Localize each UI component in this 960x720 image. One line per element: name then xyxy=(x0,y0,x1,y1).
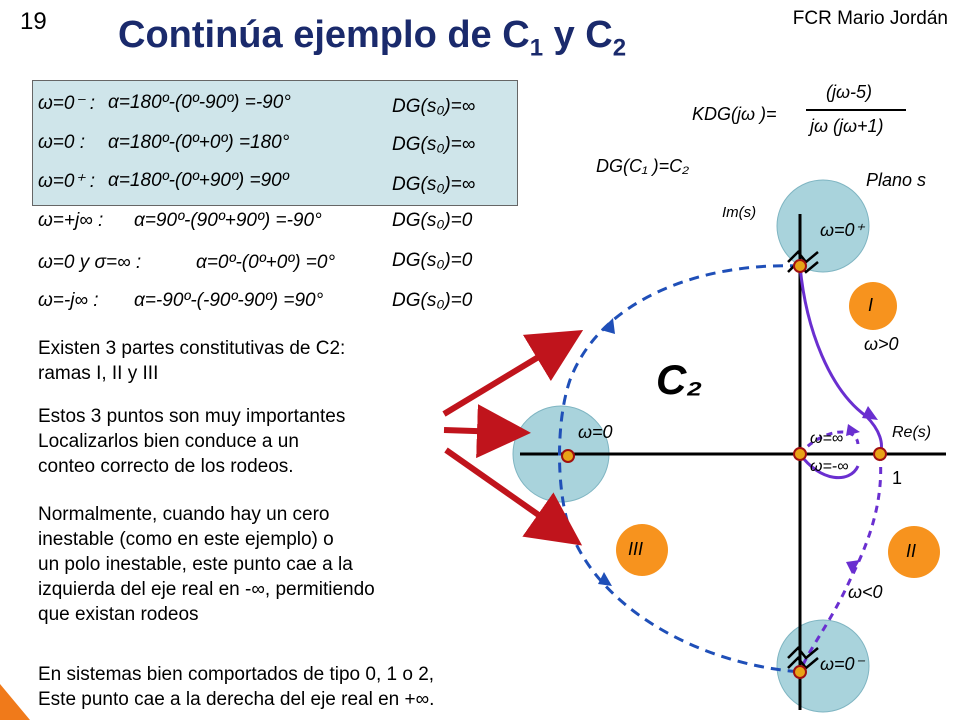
author-label: FCR Mario Jordán xyxy=(792,8,948,29)
table-row-omega: ω=-j∞ : xyxy=(38,290,99,311)
table-row-dg: DG(s₀)=∞ xyxy=(392,96,476,117)
branch-I-curve xyxy=(798,265,883,455)
branch-II-label: II xyxy=(906,541,917,561)
table-row-alpha: α=180º-(0º+0º) =180° xyxy=(108,132,290,153)
top-point-label: ω=0⁺ xyxy=(820,220,865,240)
table-row-alpha: α=180º-(0º-90º) =-90° xyxy=(108,92,291,113)
red-arrow-lower xyxy=(444,447,583,546)
point-w0 xyxy=(561,449,575,463)
re-axis-label: Re(s) xyxy=(892,424,932,441)
table-row-dg: DG(s₀)=∞ xyxy=(392,174,476,195)
table-row-alpha: α=180º-(0º+90º) =90º xyxy=(108,170,289,191)
page-title: Continúa ejemplo de C1 y C2 xyxy=(118,14,627,62)
break-mark-bottom xyxy=(787,656,819,670)
table-row-omega: ω=+j∞ : xyxy=(38,210,104,231)
point-one xyxy=(873,447,887,461)
point-w0plus xyxy=(793,259,807,273)
mapping-label: DG(C₁ )=C₂ xyxy=(596,156,690,176)
slide-number: 19 xyxy=(20,8,47,35)
badge-II xyxy=(888,526,940,578)
branch-I-label: I xyxy=(868,295,874,315)
table-row-omega: ω=0 : xyxy=(38,132,86,153)
arrow-lower xyxy=(598,572,612,586)
table-row-dg: DG(s₀)=0 xyxy=(392,210,473,231)
left-point-label: ω=0 xyxy=(578,422,613,442)
bottom-point-label: ω=0⁻ xyxy=(820,654,865,674)
table-row-alpha: α=-90º-(-90º-90º) =90° xyxy=(134,290,324,311)
corner-decoration xyxy=(0,684,30,720)
break-mark-bottom xyxy=(787,646,819,660)
w-neg-label: ω<0 xyxy=(848,582,883,602)
branch-II-curve xyxy=(798,453,883,673)
inf-pos-label: ω=∞ xyxy=(810,430,844,447)
w-pos-label: ω>0 xyxy=(864,334,899,354)
table-row-alpha: α=0º-(0º+0º) =0° xyxy=(196,252,336,273)
badge-III xyxy=(616,524,668,576)
point-w0minus xyxy=(793,665,807,679)
table-row-omega: ω=0 y σ=∞ : xyxy=(38,252,142,273)
table-row-dg: DG(s₀)=∞ xyxy=(392,134,476,155)
formula-numerator: (jω-5) xyxy=(826,82,873,102)
red-arrow-upper xyxy=(442,330,584,417)
branch-III-contour xyxy=(558,264,801,674)
fraction-bar xyxy=(806,109,906,111)
table-row-dg: DG(s₀)=0 xyxy=(392,290,473,311)
formula-denominator: jω (jω+1) xyxy=(810,116,884,136)
break-mark-top xyxy=(787,250,819,264)
tick-one-label: 1 xyxy=(892,468,903,488)
arrow-loop xyxy=(846,424,860,436)
loop-lower xyxy=(798,453,860,480)
table-row-alpha: α=90º-(90º+90º) =-90° xyxy=(134,210,322,231)
arrow-branch-II xyxy=(846,560,860,574)
table-row-omega: ω=0⁺ : xyxy=(38,171,96,192)
inf-neg-label: ω=-∞ xyxy=(810,458,849,475)
paragraph-parts: Existen 3 partes constitutivas de C2:ram… xyxy=(38,338,346,384)
badge-I xyxy=(849,282,897,330)
arrow-upper xyxy=(601,318,615,334)
red-arrow-middle xyxy=(443,404,531,459)
highlight-table-box xyxy=(32,80,518,206)
table-row-omega: ω=0⁻ : xyxy=(38,93,96,114)
table-row-dg: DG(s₀)=0 xyxy=(392,250,473,271)
im-axis-label: Im(s) xyxy=(722,204,757,221)
point-origin xyxy=(793,447,807,461)
plane-label: Plano s xyxy=(866,170,927,190)
arrow-branch-I xyxy=(862,406,878,420)
contour-label: C₂ xyxy=(656,356,703,403)
paragraph-well-behaved: En sistemas bien comportados de tipo 0, … xyxy=(38,664,435,710)
formula-lhs: KDG(jω )= xyxy=(692,104,777,124)
branch-III-label: III xyxy=(628,539,644,559)
